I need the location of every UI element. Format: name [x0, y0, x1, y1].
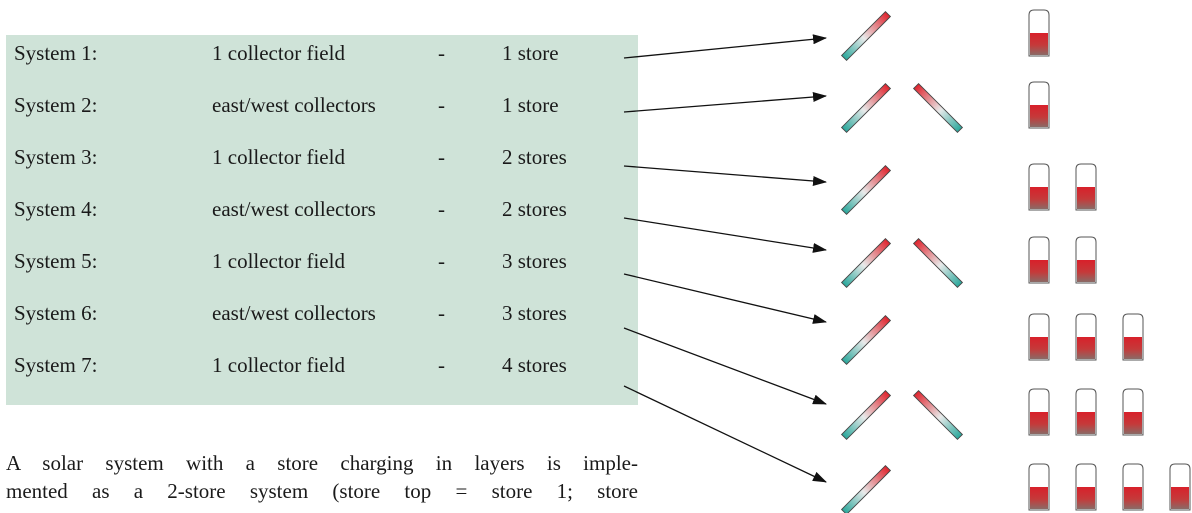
store-icon — [1028, 463, 1050, 511]
store-icon — [1122, 463, 1144, 511]
system-row: System 3: 1 collector field - 2 stores — [6, 142, 638, 172]
collector-icon — [840, 164, 892, 216]
store-count: 3 stores — [502, 301, 567, 325]
note-line-1: A solar system with a store charging in … — [6, 451, 638, 475]
separator-dash: - — [438, 353, 445, 377]
collector-icon — [840, 314, 892, 366]
separator-dash: - — [438, 41, 445, 65]
system-label: System 1: — [14, 41, 98, 65]
system-label: System 2: — [14, 93, 98, 117]
store-icon — [1122, 388, 1144, 436]
separator-dash: - — [438, 249, 445, 273]
collector-icon — [912, 82, 964, 134]
store-icon — [1122, 313, 1144, 361]
collector-config: east/west collectors — [212, 197, 376, 221]
system-label: System 3: — [14, 145, 98, 169]
store-icon — [1028, 313, 1050, 361]
collector-icon — [912, 237, 964, 289]
collector-icon — [840, 237, 892, 289]
store-icon — [1075, 313, 1097, 361]
collector-icon — [840, 10, 892, 62]
system-row: System 6: east/west collectors - 3 stores — [6, 298, 638, 328]
system-row: System 1: 1 collector field - 1 store — [6, 38, 638, 68]
store-icon — [1075, 163, 1097, 211]
collector-icon — [840, 464, 892, 513]
store-icon — [1075, 236, 1097, 284]
store-count: 2 stores — [502, 197, 567, 221]
link-arrow — [623, 327, 827, 405]
collector-config: 1 collector field — [212, 145, 345, 169]
separator-dash: - — [438, 197, 445, 221]
collector-icon — [840, 82, 892, 134]
system-row: System 4: east/west collectors - 2 stores — [6, 194, 638, 224]
collector-icon — [912, 389, 964, 441]
store-count: 2 stores — [502, 145, 567, 169]
store-count: 3 stores — [502, 249, 567, 273]
store-icon — [1028, 163, 1050, 211]
link-arrow — [623, 34, 827, 59]
collector-config: east/west collectors — [212, 301, 376, 325]
note-paragraph: A solar system with a store charging in … — [6, 449, 638, 505]
note-line-2: mented as a 2-store system (store top = … — [6, 479, 638, 503]
separator-dash: - — [438, 301, 445, 325]
separator-dash: - — [438, 93, 445, 117]
store-icon — [1075, 463, 1097, 511]
system-row: System 5: 1 collector field - 3 stores — [6, 246, 638, 276]
system-row: System 7: 1 collector field - 4 stores — [6, 350, 638, 380]
store-icon — [1028, 236, 1050, 284]
link-arrow — [623, 385, 827, 483]
link-arrow — [623, 217, 827, 253]
system-label: System 7: — [14, 353, 98, 377]
link-arrow — [623, 165, 827, 186]
collector-config: 1 collector field — [212, 249, 345, 273]
store-icon — [1028, 388, 1050, 436]
store-icon — [1028, 9, 1050, 57]
system-label: System 5: — [14, 249, 98, 273]
link-arrow — [623, 273, 827, 324]
system-label: System 4: — [14, 197, 98, 221]
link-arrow — [623, 92, 827, 113]
separator-dash: - — [438, 145, 445, 169]
store-icon — [1028, 81, 1050, 129]
store-icon — [1075, 388, 1097, 436]
store-count: 4 stores — [502, 353, 567, 377]
store-count: 1 store — [502, 93, 559, 117]
collector-config: 1 collector field — [212, 353, 345, 377]
system-label: System 6: — [14, 301, 98, 325]
collector-config: 1 collector field — [212, 41, 345, 65]
systems-table-panel — [6, 35, 638, 405]
system-row: System 2: east/west collectors - 1 store — [6, 90, 638, 120]
store-icon — [1169, 463, 1191, 511]
collector-config: east/west collectors — [212, 93, 376, 117]
collector-icon — [840, 389, 892, 441]
store-count: 1 store — [502, 41, 559, 65]
